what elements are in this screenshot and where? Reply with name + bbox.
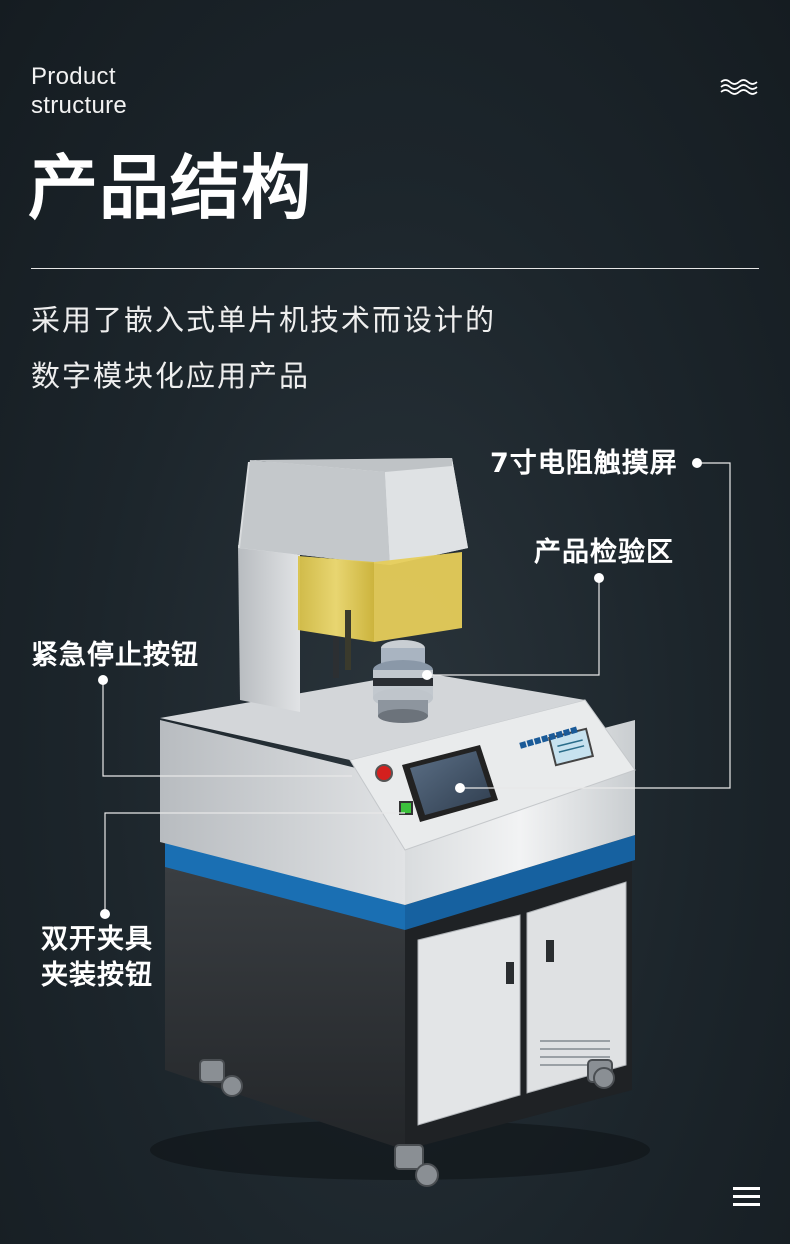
eyebrow-line-2: structure xyxy=(31,92,128,119)
waves-icon xyxy=(720,79,758,95)
eyebrow-line-1: Product xyxy=(31,63,116,90)
description-line-2: 数字模块化应用产品 xyxy=(31,359,311,393)
callout-emergency-stop: 紧急停止按钮 xyxy=(31,640,199,671)
callout-clamp-line-2: 夹装按钮 xyxy=(41,960,153,991)
menu-icon[interactable] xyxy=(733,1187,760,1207)
page-title: 产品结构 xyxy=(28,147,312,229)
callout-clamp-line-1: 双开夹具 xyxy=(41,924,153,955)
description-line-1: 采用了嵌入式单片机技术而设计的 xyxy=(31,303,497,337)
callout-inspection-area: 产品检验区 xyxy=(534,537,674,568)
divider xyxy=(31,268,759,269)
section-eyebrow: Product structure xyxy=(31,62,127,120)
description: 采用了嵌入式单片机技术而设计的 数字模块化应用产品 xyxy=(31,292,496,404)
machine-illustration: ■■■■■■■■ xyxy=(98,458,731,1187)
callout-clamp-buttons: 双开夹具 夹装按钮 xyxy=(41,922,153,994)
callout-touchscreen: 7寸电阻触摸屏 xyxy=(490,448,678,479)
